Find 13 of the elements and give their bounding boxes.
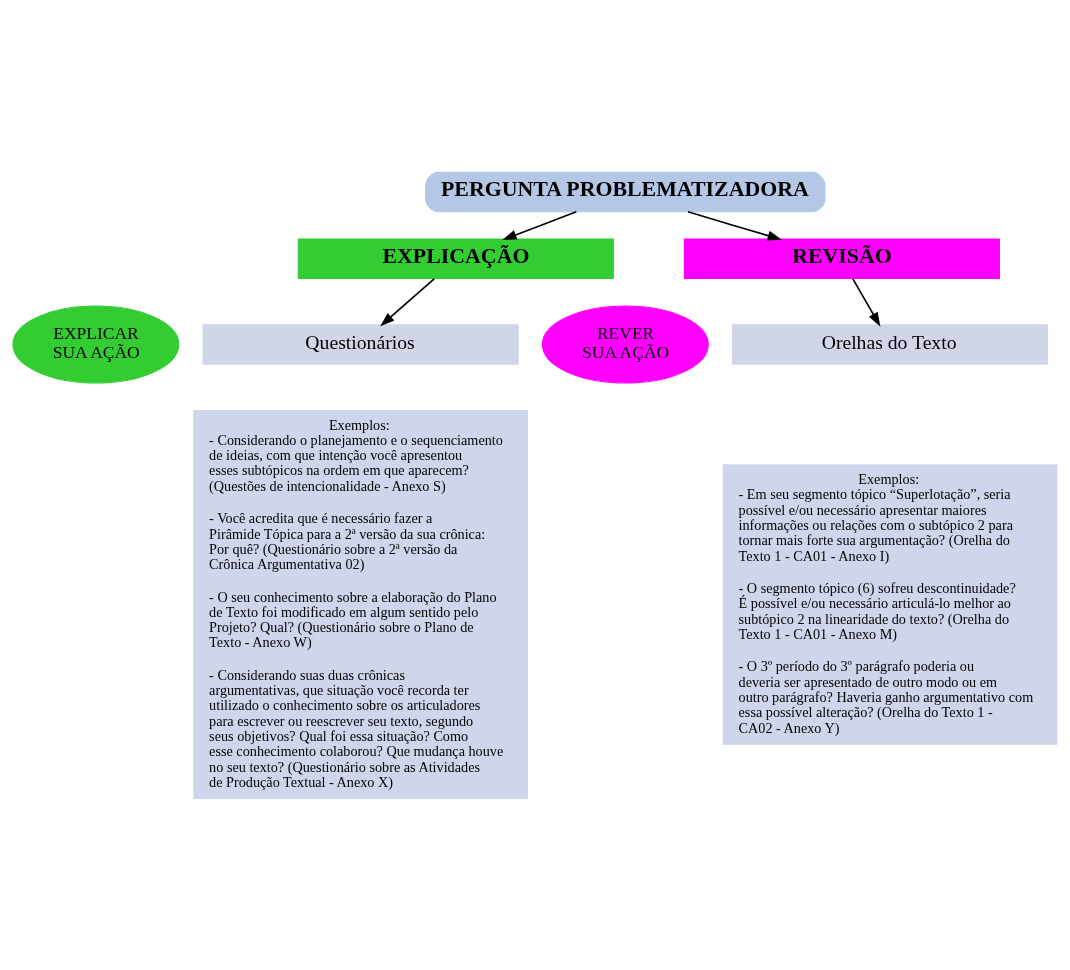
node-box: Exemplos: - Considerando o planejamento e o sequenciamento de ideias, com que intenção você apresentou esses subtópicos na ordem em que aparecem? (Questões de intencionalidade - Anexo S) - Você acredita que é necessário fazer a Pirâmide Tópica para a 2ª versão da sua crônica: Por quê? (Questionário sobre a 2ª versão da Crônica Argumentativa 02) - O seu conhecimento sobre a elaboração do Plano de Texto foi modificado em algum sentido pelo Projeto? Qual? (Questionário sobre o Plano de Texto - Anexo W) - Considerando suas duas crônicas argumentativas, que situação você recorda ter utilizado o conhecimento sobre os articuladores para escrever ou reescrever seu texto, segundo seus objetivos? Qual foi essa situação? Como esse conhecimento colaborou? Que mudança houve no seu texto? (Questionário sobre as Atividades de Produção Textual - Anexo X)	[193, 409, 528, 799]
arrow	[687, 210, 782, 240]
node-box: REVISÃO	[683, 238, 1000, 279]
arrow	[852, 277, 881, 327]
node-box: Orelhas do Texto	[732, 323, 1049, 365]
arrow	[502, 210, 578, 240]
node-box: Exemplos: - Em seu segmento tópico “Superlotação”, seria possível e/ou necessário apresentar maiores informações ou relações com o subtópico 2 para tornar mais forte sua argumentação? (Orelha do Texto 1 - CA01 - Anexo I) - O segmento tópico (6) sofreu descontinuidade? É possível e/ou necessário articulá-lo melhor ao subtópico 2 na linearidade do texto? (Orelha do Texto 1 - CA01 - Anexo M) - O 3º período do 3º parágrafo poderia ou deveria ser apresentado de outro modo ou em outro parágrafo? Haveria ganho argumentativo com essa possível alteração? (Orelha do Texto 1 - CA02 - Anexo Y)	[722, 463, 1058, 745]
node-box: EXPLICAÇÃO	[297, 238, 614, 279]
node-box: PERGUNTA PROBLEMATIZADORA	[425, 171, 826, 212]
arrow	[380, 277, 435, 326]
node-ellipse: REVER SUA AÇÃO	[541, 304, 709, 384]
node-box: Questionários	[202, 323, 519, 365]
node-ellipse: EXPLICAR SUA AÇÃO	[12, 304, 180, 384]
